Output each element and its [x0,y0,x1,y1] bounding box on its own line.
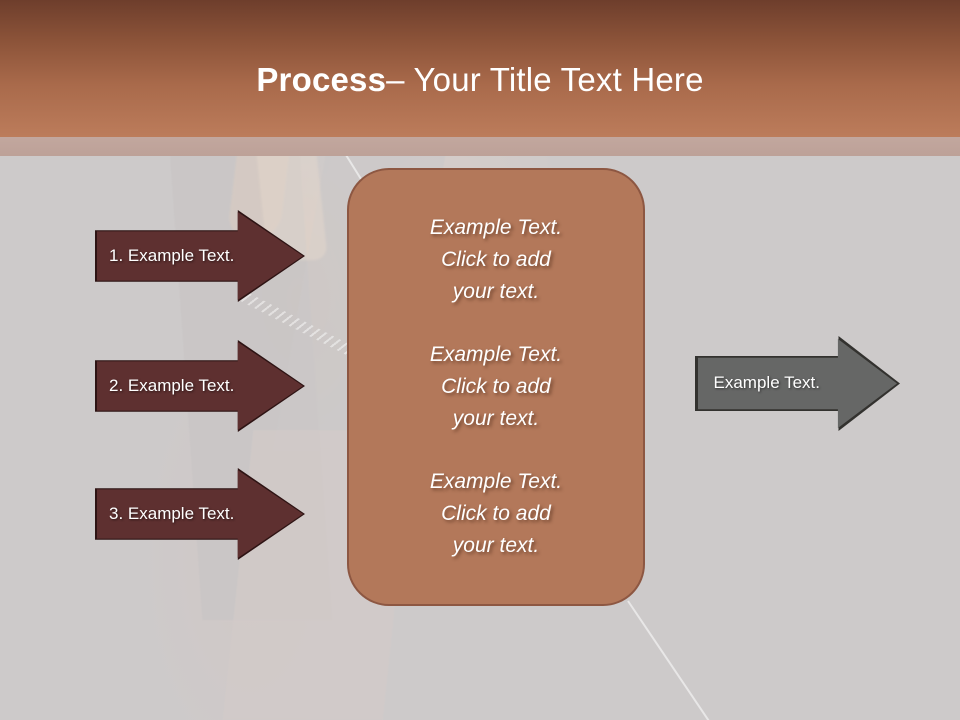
center-content-panel[interactable]: Example Text. Click to add your text. Ex… [347,168,645,606]
process-result-label: Example Text. [713,373,820,393]
process-step-arrow-2[interactable]: 2. Example Text. [95,340,305,432]
process-step-label-3: 3. Example Text. [109,503,235,523]
process-result-arrow[interactable]: Example Text. [695,336,900,431]
process-step-arrow-3[interactable]: 3. Example Text. [95,468,305,560]
page-title: Process – Your Title Text Here [0,0,960,137]
page-title-bold: Process [256,60,387,98]
process-step-label-2: 2. Example Text. [109,375,235,395]
slide-header [0,0,960,137]
panel-text-block-1: Example Text. Click to add your text. [429,215,563,303]
panel-text-block-3: Example Text. Click to add your text. [429,470,563,558]
process-step-arrow-1[interactable]: 1. Example Text. [95,210,305,302]
page-title-rest: – Your Title Text Here [386,60,704,98]
panel-text-block-2: Example Text. Click to add your text. [429,343,563,430]
header-accent-band [0,137,960,156]
process-step-label-1: 1. Example Text. [109,245,235,265]
